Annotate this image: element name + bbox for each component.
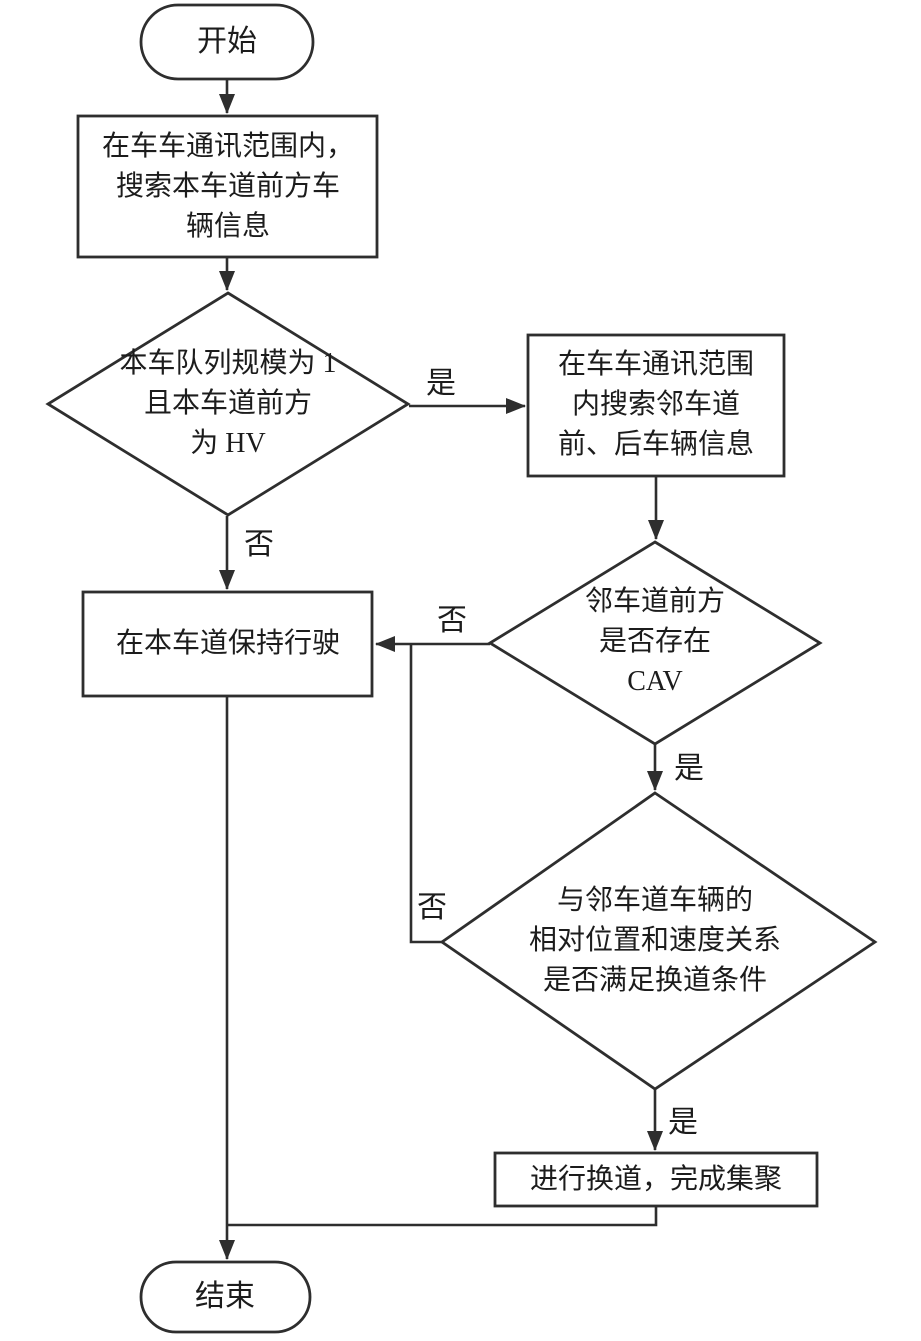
search-adjacent-lane-shape — [526, 333, 786, 478]
condition-decision-shape — [439, 791, 878, 1091]
keep-lane-shape — [81, 590, 374, 698]
cav-decision-shape — [487, 540, 823, 746]
start-terminal-shape — [139, 3, 315, 81]
edge-lane-change-to-end-elbow — [226, 1206, 658, 1227]
platoon-decision-shape — [45, 291, 411, 517]
end-terminal-shape — [139, 1260, 312, 1334]
perform-lane-change-shape — [493, 1151, 819, 1208]
edge-condition-no-return — [409, 645, 442, 944]
search-current-lane-shape — [76, 114, 379, 259]
